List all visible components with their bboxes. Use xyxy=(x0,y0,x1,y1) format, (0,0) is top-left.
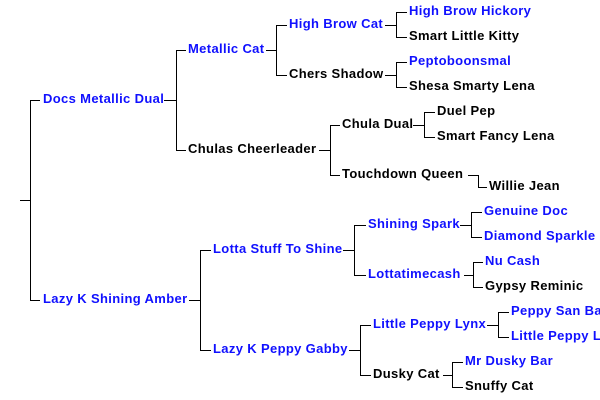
pedigree-node-link[interactable]: High Brow Cat xyxy=(289,16,384,31)
pedigree-node-link[interactable]: Docs Metallic Dual xyxy=(43,91,165,106)
pedigree-node-link[interactable]: Peppy San Ba xyxy=(511,303,600,318)
pedigree-node-link[interactable]: Little Peppy L xyxy=(511,328,600,343)
pedigree-node-link[interactable]: Chula Dual xyxy=(342,116,414,131)
pedigree-node-link[interactable]: Lazy K Shining Amber xyxy=(43,291,188,306)
pedigree-node-link[interactable]: Lotta Stuff To Shine xyxy=(213,241,343,256)
pedigree-node-link[interactable]: Chers Shadow xyxy=(289,66,384,81)
pedigree-node-link[interactable]: Lazy K Peppy Gabby xyxy=(213,341,348,356)
pedigree-node-link[interactable]: Snuffy Cat xyxy=(465,378,534,393)
pedigree-node-link[interactable]: Mr Dusky Bar xyxy=(465,353,554,368)
pedigree-node-link[interactable]: Willie Jean xyxy=(489,178,560,193)
pedigree-node-link[interactable]: Chulas Cheerleader xyxy=(188,141,317,156)
pedigree-node-link[interactable]: Smart Fancy Lena xyxy=(437,128,555,143)
pedigree-node-link[interactable]: Metallic Cat xyxy=(188,41,265,56)
pedigree-node-link[interactable]: Gypsy Reminic xyxy=(485,278,584,293)
pedigree-node-link[interactable]: Smart Little Kitty xyxy=(409,28,520,43)
pedigree-node-link[interactable]: Peptoboonsmal xyxy=(409,53,512,68)
pedigree-node-link[interactable]: Little Peppy Lynx xyxy=(373,316,487,331)
pedigree-node-link[interactable]: High Brow Hickory xyxy=(409,3,532,18)
pedigree-node-link[interactable]: Shining Spark xyxy=(368,216,460,231)
pedigree-node-link[interactable]: Shesa Smarty Lena xyxy=(409,78,535,93)
pedigree-node-link[interactable]: Lottatimecash xyxy=(368,266,461,281)
pedigree-node-link[interactable]: Duel Pep xyxy=(437,103,496,118)
pedigree-node-link[interactable]: Touchdown Queen xyxy=(342,166,464,181)
pedigree-node-link[interactable]: Nu Cash xyxy=(485,253,541,268)
pedigree-node-link[interactable]: Dusky Cat xyxy=(373,366,440,381)
pedigree-node-link[interactable]: Diamond Sparkle xyxy=(484,228,596,243)
pedigree-node-link[interactable]: Genuine Doc xyxy=(484,203,569,218)
